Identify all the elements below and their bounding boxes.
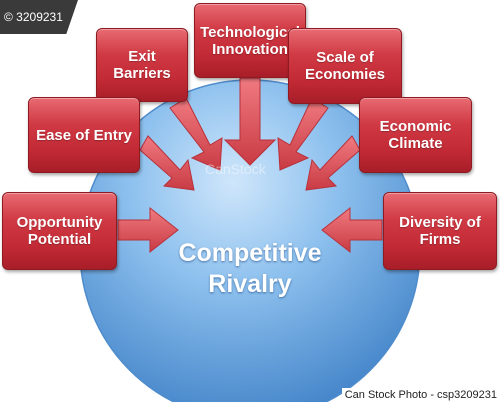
- watermark-center: CanStock: [205, 161, 266, 177]
- factor-diversity-of-firms: Diversity of Firms: [383, 192, 497, 270]
- arrow-opportunity-potential: [117, 206, 179, 254]
- center-title: Competitive Rivalry: [178, 239, 322, 298]
- watermark-top-left: © 3209231: [0, 0, 78, 34]
- factor-economic-climate: Economic Climate: [359, 97, 472, 173]
- arrow-scale-of-economies: [277, 97, 329, 171]
- factor-technological-innovation: Technological Innovation: [194, 3, 306, 78]
- arrow-diversity-of-firms: [321, 206, 383, 254]
- factor-opportunity-potential: Opportunity Potential: [2, 192, 117, 270]
- arrow-exit-barriers: [169, 97, 223, 171]
- arrow-technological-innovation: [223, 77, 277, 166]
- arrow-economic-climate: [305, 135, 361, 191]
- factor-exit-barriers: Exit Barriers: [96, 28, 188, 102]
- watermark-bottom-right: Can Stock Photo - csp3209231: [341, 388, 500, 402]
- factor-ease-of-entry: Ease of Entry: [28, 97, 140, 173]
- arrow-ease-of-entry: [139, 135, 195, 191]
- factor-scale-of-economies: Scale of Economies: [288, 28, 402, 104]
